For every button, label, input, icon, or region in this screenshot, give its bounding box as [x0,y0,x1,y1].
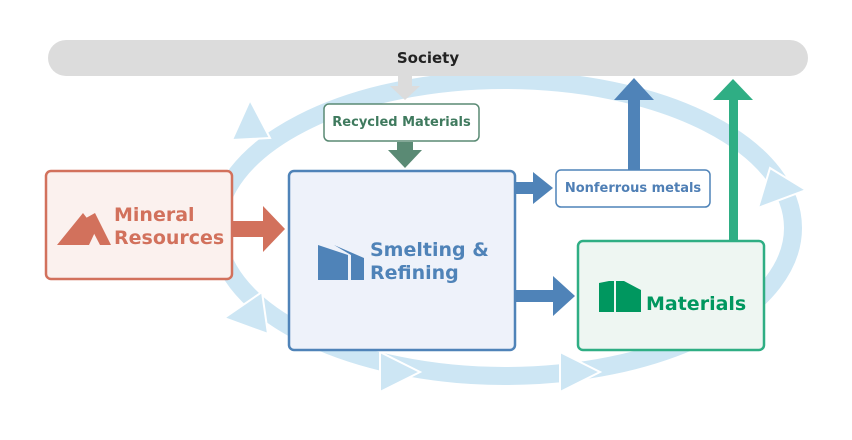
nonferrous-to-society-arrow [614,78,654,100]
mineral-resources-box [44,169,234,281]
loop-arrowhead-left-bottom [221,290,270,336]
loop-arrowhead-right [756,166,809,210]
mineral-line1: Mineral [114,204,195,226]
loop-arrowhead-bottom-2 [559,350,603,394]
smelting-line2: Refining [370,262,459,284]
smelting-to-materials-arrow [553,276,575,316]
factory-icon [318,245,364,280]
society-to-recycled-arrow [390,86,420,100]
mineral-resources-label: Mineral Resources [114,203,226,251]
smelting-refining-label: Smelting & Refining [370,238,500,286]
materials-label: Materials [646,293,747,315]
loop-arrowhead-left-top [230,97,272,142]
materials-box [576,239,766,352]
mineral-line2: Resources [114,227,225,249]
materials-to-society-arrow [713,79,753,100]
mineral-to-smelting-arrow [263,206,285,252]
smelting-line1: Smelting & [370,239,489,261]
mountain-icon [57,213,111,245]
recycled-materials-box [323,103,480,142]
society-label: Society [396,49,460,67]
loop-arrowhead-bottom-1 [379,350,423,394]
recycled-to-smelting-arrow [388,150,422,168]
building-icon [599,281,641,312]
nonferrous-metals-label: Nonferrous metals [564,181,702,196]
society-bar [48,40,808,76]
smelting-to-nonferrous-arrow [533,172,553,204]
recycled-materials-label: Recycled Materials [332,115,471,130]
smelting-refining-box [287,169,517,352]
